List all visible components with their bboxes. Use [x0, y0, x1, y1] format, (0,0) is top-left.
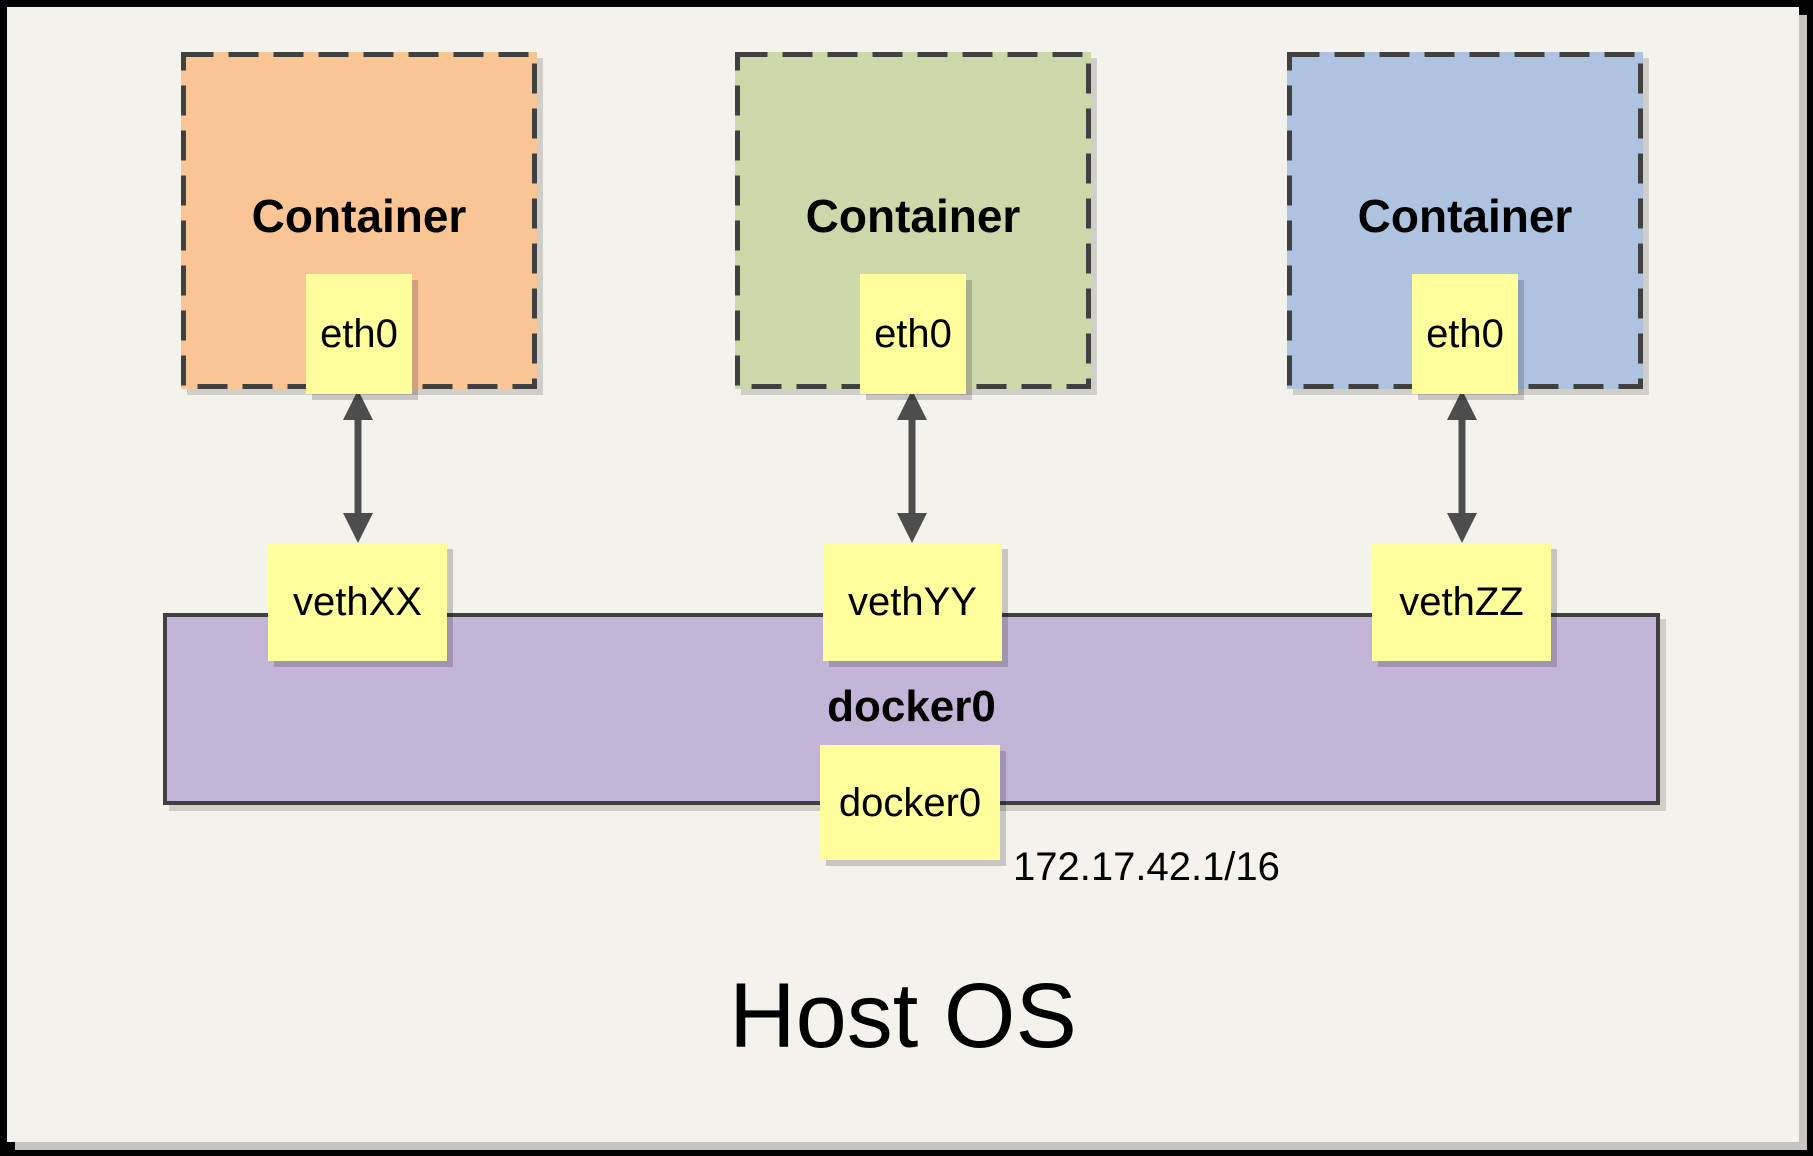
container-1-eth0-box: eth0 — [306, 274, 412, 394]
container-1-eth0-label: eth0 — [320, 312, 398, 356]
container-3-title: Container — [1357, 190, 1573, 242]
vethZZ-box: vethZZ — [1372, 543, 1551, 661]
vethXX-box: vethXX — [268, 543, 447, 661]
vethXX-label: vethXX — [293, 580, 422, 624]
vethZZ-label: vethZZ — [1399, 580, 1524, 624]
diagram-canvas: Container eth0 Container eth0 Container … — [7, 7, 1799, 1142]
container-1-title: Container — [251, 190, 467, 242]
docker0-ip-label: 172.17.42.1/16 — [1013, 845, 1280, 889]
docker0-interface-label: docker0 — [838, 780, 982, 825]
eth0-vethZZ-arrow — [1447, 390, 1477, 543]
docker0-interface-box: docker0 — [820, 745, 1000, 860]
container-box-2: Container eth0 — [735, 52, 1091, 394]
eth0-vethXX-arrow — [343, 390, 373, 543]
container-3-eth0-label: eth0 — [1426, 312, 1504, 356]
vethYY-label: vethYY — [848, 580, 977, 624]
container-3-eth0-box: eth0 — [1412, 274, 1518, 394]
container-box-1: Container eth0 — [181, 52, 537, 394]
eth0-vethYY-arrow — [897, 390, 927, 543]
container-2-eth0-label: eth0 — [874, 312, 952, 356]
docker0-bridge-title: docker0 — [827, 682, 996, 731]
container-box-3: Container eth0 — [1287, 52, 1643, 394]
host-os-label: Host OS — [729, 965, 1077, 1067]
vethYY-box: vethYY — [823, 543, 1002, 661]
container-2-title: Container — [805, 190, 1021, 242]
container-2-eth0-box: eth0 — [860, 274, 966, 394]
